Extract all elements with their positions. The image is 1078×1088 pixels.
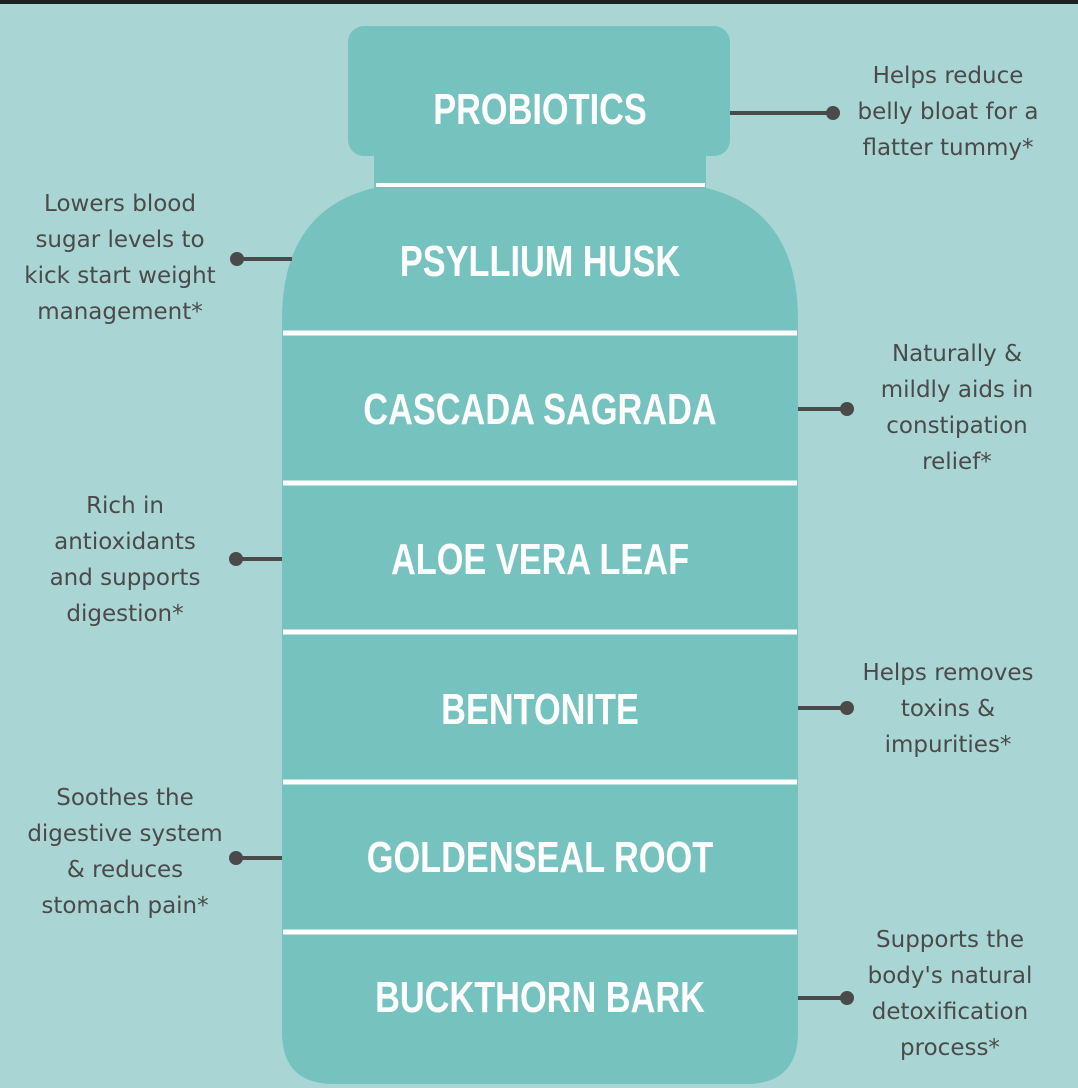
bottle-cap	[348, 26, 730, 156]
benefit-note-psyllium-husk: Lowers blood sugar levels to kick start …	[24, 191, 216, 325]
connector-buckthorn-bark	[798, 996, 846, 1000]
ingredient-label-psyllium-husk: PSYLLIUM HUSK	[399, 237, 681, 286]
connector-dot-goldenseal-root	[229, 851, 243, 865]
benefit-note-probiotics: Helps reduce belly bloat for a flatter t…	[857, 63, 1039, 161]
connector-dot-psyllium-husk	[230, 252, 244, 266]
ingredient-label-buckthorn-bark: BUCKTHORN BARK	[375, 973, 705, 1022]
connector-cascada-sagrada	[798, 407, 846, 411]
benefit-note-cascada-sagrada: Naturally & mildly aids in constipation …	[880, 341, 1034, 475]
connector-dot-bentonite	[840, 701, 854, 715]
connector-dot-aloe-vera-leaf	[229, 552, 243, 566]
ingredient-label-goldenseal-root: GOLDENSEAL ROOT	[366, 833, 714, 882]
connector-bentonite	[798, 706, 846, 710]
benefit-note-bentonite: Helps removes toxins & impurities*	[862, 660, 1034, 758]
connector-psyllium-husk	[238, 257, 292, 261]
ingredient-label-aloe-vera-leaf: ALOE VERA LEAF	[390, 535, 690, 584]
bottle-neck	[374, 140, 706, 190]
benefit-note-aloe-vera-leaf: Rich in antioxidants and supports digest…	[49, 493, 201, 627]
connector-probiotics	[730, 111, 830, 115]
connector-dot-cascada-sagrada	[840, 402, 854, 416]
ingredient-label-probiotics: PROBIOTICS	[433, 85, 647, 134]
benefit-note-goldenseal-root: Soothes the digestive system & reduces s…	[27, 785, 223, 919]
connector-aloe-vera-leaf	[236, 557, 282, 561]
ingredient-label-cascada-sagrada: CASCADA SAGRADA	[363, 385, 717, 434]
connector-goldenseal-root	[236, 856, 282, 860]
connector-dot-probiotics	[826, 106, 840, 120]
ingredient-label-bentonite: BENTONITE	[441, 685, 639, 734]
benefit-note-buckthorn-bark: Supports the body's natural detoxificati…	[867, 927, 1033, 1061]
connector-dot-buckthorn-bark	[840, 991, 854, 1005]
bottle-body	[282, 188, 798, 1084]
